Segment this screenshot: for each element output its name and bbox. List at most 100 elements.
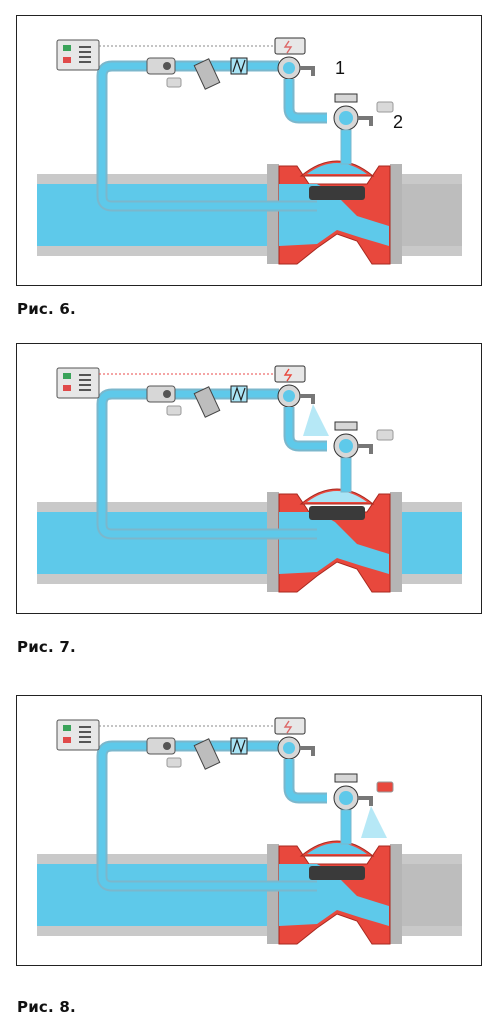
inlet-flange: [267, 164, 279, 264]
strainer-filter: [193, 738, 221, 770]
control-valve-exhaust-spray: [361, 806, 387, 838]
figure-8-caption: Рис. 8.: [17, 998, 76, 1016]
filter-tag: [166, 77, 182, 88]
valve-water-path: [279, 184, 389, 246]
solenoid-exhaust-port: [300, 394, 315, 404]
needle-valve-symbol: [232, 58, 246, 74]
pilot-exhaust-spray: [303, 404, 329, 436]
control-valve-cap: [334, 773, 358, 783]
control-valve-tag: [376, 101, 394, 113]
figure-7-caption: Рис. 7.: [17, 638, 76, 656]
pilot-tube-outline: [283, 79, 327, 124]
chamber-feed-tube: [340, 129, 352, 165]
control-valve-water: [339, 439, 353, 453]
controller-display-line: [79, 389, 91, 391]
ball-valve-handle: [163, 390, 171, 398]
controller-led-green: [63, 45, 71, 51]
ball-valve: [146, 737, 176, 755]
figure-7-diagram: [37, 365, 462, 593]
control-valve-water: [339, 111, 353, 125]
ball-valve-handle: [163, 62, 171, 70]
diaphragm-disk: [309, 866, 365, 880]
callout-1: 1: [335, 58, 345, 78]
figure-6-caption: Рис. 6.: [17, 300, 76, 318]
controller-display-line: [79, 384, 91, 386]
solenoid-exhaust-port: [300, 66, 315, 76]
controller-display-line: [79, 731, 91, 733]
solenoid-exhaust-port: [300, 746, 315, 756]
controller-led-red: [63, 57, 71, 63]
ball-valve-handle: [163, 742, 171, 750]
control-valve-tag: [376, 781, 394, 793]
controller-box: [56, 719, 100, 751]
lightning-icon: [283, 368, 293, 382]
needle-valve-symbol: [232, 386, 246, 402]
controller-led-green: [63, 725, 71, 731]
controller-display-line: [79, 56, 91, 58]
control-tube-water: [98, 390, 317, 538]
control-tube-water: [98, 62, 317, 210]
control-valve-exhaust-port: [358, 116, 373, 126]
figure-8-panel: [16, 695, 482, 966]
inlet-flange: [267, 492, 279, 592]
controller-display-line: [79, 379, 91, 381]
figure-8-diagram: [37, 717, 462, 945]
control-valve-tag: [376, 429, 394, 441]
needle-valve-symbol: [232, 738, 246, 754]
lightning-icon: [283, 720, 293, 734]
controller-display-line: [79, 61, 91, 63]
control-valve-water: [339, 791, 353, 805]
solenoid-coil: [274, 365, 306, 383]
inlet-flange: [267, 844, 279, 944]
pipe-water-inlet: [37, 864, 267, 926]
chamber-feed-tube: [340, 457, 352, 493]
ball-valve: [146, 385, 176, 403]
valve-water-path: [279, 512, 389, 574]
valve-water-path: [279, 864, 389, 926]
figure-7-panel: [16, 343, 482, 614]
pipe-water-inlet: [37, 512, 267, 574]
outlet-flange: [390, 164, 402, 264]
pipe-water-outlet: [402, 512, 462, 574]
pipe-water-outlet: [402, 864, 462, 926]
controller-led-red: [63, 737, 71, 743]
filter-tag: [166, 405, 182, 416]
control-chamber-water: [307, 163, 367, 174]
diaphragm-disk: [309, 186, 365, 200]
filter-tag: [166, 757, 182, 768]
controller-box: [56, 39, 100, 71]
pipe-water-inlet: [37, 184, 267, 246]
outlet-flange: [390, 844, 402, 944]
chamber-feed-tube: [340, 809, 352, 845]
controller-box: [56, 367, 100, 399]
control-valve-exhaust-port: [358, 444, 373, 454]
control-chamber-water: [307, 491, 367, 502]
pilot-tube-outline: [283, 759, 327, 804]
pilot-tube-water: [285, 759, 327, 802]
controller-display-line: [79, 51, 91, 53]
controller-display-line: [79, 736, 91, 738]
lightning-icon: [283, 40, 293, 54]
control-chamber-water: [307, 843, 367, 854]
pilot-tube-water: [285, 407, 327, 450]
control-valve-cap: [334, 93, 358, 103]
callout-2: 2: [393, 112, 403, 132]
pipe-water-outlet: [402, 184, 462, 246]
controller-led-green: [63, 373, 71, 379]
solenoid-water: [283, 742, 295, 754]
pilot-tube-water: [285, 79, 327, 122]
controller-display-line: [79, 726, 91, 728]
control-valve-cap: [334, 421, 358, 431]
solenoid-coil: [274, 37, 306, 55]
controller-display-line: [79, 741, 91, 743]
control-tube-water: [98, 742, 317, 890]
solenoid-coil: [274, 717, 306, 735]
controller-led-red: [63, 385, 71, 391]
strainer-filter: [193, 386, 221, 418]
diaphragm-disk: [309, 506, 365, 520]
controller-display-line: [79, 46, 91, 48]
ball-valve: [146, 57, 176, 75]
controller-display-line: [79, 374, 91, 376]
strainer-filter: [193, 58, 221, 90]
